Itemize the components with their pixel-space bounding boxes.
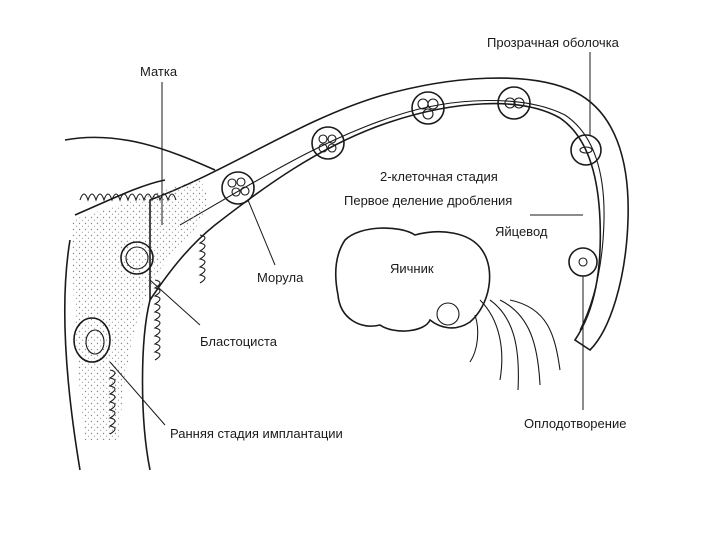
embryo-4cell (412, 92, 444, 124)
label-morula: Морула (257, 270, 304, 285)
oviduct-wall (150, 78, 628, 350)
embryo-morula (222, 172, 254, 204)
follicle (437, 303, 459, 325)
label-oviduct: Яйцевод (495, 224, 548, 239)
label-fertilization: Оплодотворение (524, 416, 626, 431)
label-blastocyst: Бластоциста (200, 334, 278, 349)
ovary (336, 228, 490, 331)
label-uterus: Матка (140, 64, 178, 79)
fimbriae (470, 300, 560, 390)
uterine-lining (72, 180, 207, 440)
label-early-implantation: Ранняя стадия имплантации (170, 426, 343, 441)
label-ovary: Яичник (390, 261, 434, 276)
egg-fertilization (569, 248, 597, 276)
label-first-cleavage: Первое деление дробления (344, 193, 512, 208)
label-zona: Прозрачная оболочка (487, 35, 620, 50)
label-two-cell: 2-клеточная стадия (380, 169, 498, 184)
